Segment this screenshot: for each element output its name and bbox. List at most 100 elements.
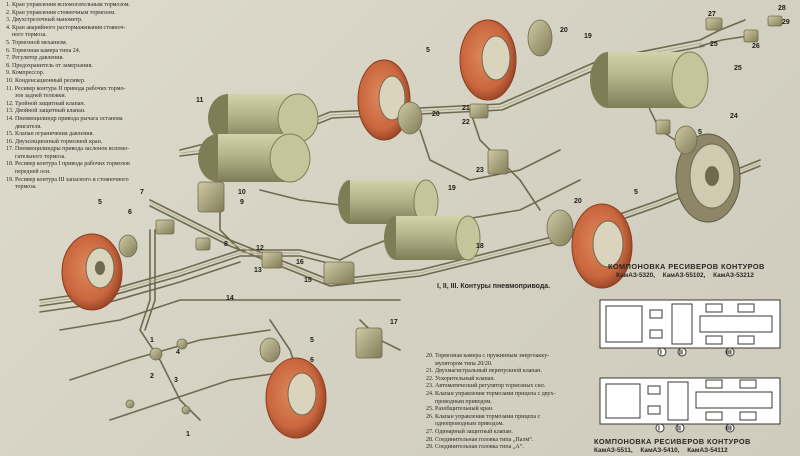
callout-number: 5 xyxy=(98,199,102,206)
legend-item: тормоза. xyxy=(6,184,37,191)
receiver-layout-roman-labels: I II III I II III xyxy=(658,350,732,433)
callout-number: 25 xyxy=(710,41,718,48)
legend-item: 20. Тормозная камера с пружинным энергоа… xyxy=(426,353,550,359)
receiver-layout-plan-bottom xyxy=(599,377,781,433)
legend-item: 15. Клапан ограничения давления. xyxy=(6,131,94,138)
callout-number: 6 xyxy=(310,357,314,364)
brake-drum-front-left xyxy=(61,233,123,311)
receiver-layout-top-title: КОМПОНОВКА РЕСИВЕРОВ КОНТУРОВ xyxy=(608,262,765,271)
callout-number: 12 xyxy=(256,245,264,252)
receiver-layout-plan-top xyxy=(599,299,781,357)
legend-item: 23. Автоматический регулятор тормозных с… xyxy=(426,383,546,390)
callout-number: 13 xyxy=(254,267,262,274)
callout-number: 25 xyxy=(734,65,742,72)
callout-number: 26 xyxy=(752,43,760,50)
callout-number: 20 xyxy=(574,198,582,205)
legend-bottom: 20. Тормозная камера с пружинным энергоа… xyxy=(426,353,606,452)
callout-number: 4 xyxy=(176,349,180,356)
roman-label: III xyxy=(726,426,732,433)
legend-item: 28. Соединительная головка типа „Палм“. xyxy=(426,436,534,443)
legend-item: 25. Разобщительный кран. xyxy=(426,406,494,413)
legend-item: 27. Одинарный защитный клапан. xyxy=(426,428,513,435)
callout-number: 18 xyxy=(476,243,484,250)
legend-item: 2. Кран управления стояночным тормозом. xyxy=(6,9,116,16)
callout-number: 5 xyxy=(698,129,702,136)
roman-label: I xyxy=(658,426,660,433)
legend-item: 7. Регулятор давления. xyxy=(6,55,64,62)
legend-item: 5. Тормозной механизм. xyxy=(6,39,68,46)
roman-label: III xyxy=(726,350,732,357)
roman-label: I xyxy=(660,350,662,357)
brake-drum-middle-right xyxy=(571,203,633,289)
legend-item: проводным приводом. xyxy=(426,398,492,405)
callout-number: 10 xyxy=(238,189,246,196)
legend-item: ного тормоза. xyxy=(6,32,47,39)
callout-number: 27 xyxy=(708,11,716,18)
callout-number: 19 xyxy=(584,33,592,40)
callout-number: 3 xyxy=(174,377,178,384)
callout-number: 11 xyxy=(196,97,204,104)
callout-number: 1 xyxy=(186,431,190,438)
callout-number: 14 xyxy=(226,295,234,302)
roman-label: II xyxy=(677,426,681,433)
callout-number: 24 xyxy=(730,113,738,120)
callout-number: 9 xyxy=(240,199,244,206)
callout-number: 23 xyxy=(476,167,484,174)
callout-number: 1 xyxy=(150,337,154,344)
callout-number: 8 xyxy=(224,241,228,248)
brake-drum-top-middle xyxy=(459,19,517,101)
legend-item: 19. Ресивер контура III запасного и стоя… xyxy=(6,176,129,183)
legend-item: 12. Тройной защитный клапан. xyxy=(6,100,86,107)
legend-item: 10. Конденсационный ресивер. xyxy=(6,77,86,84)
callout-number: 6 xyxy=(128,209,132,216)
receiver-19-top-right xyxy=(590,51,709,109)
legend-item: двигателя. xyxy=(6,123,42,130)
brake-drum-top-left xyxy=(357,59,411,141)
callout-numbers: 1 1 2 3 4 5 5 5 5 5 6 6 7 8 9 10 11 12 1… xyxy=(98,5,790,438)
callout-number: 19 xyxy=(448,185,456,192)
receiver-layout-bottom-title: КОМПОНОВКА РЕСИВЕРОВ КОНТУРОВ xyxy=(594,437,751,446)
legend-item: мулятором типа 20/20. xyxy=(426,360,493,367)
legend-item: 29. Соединительная головка типа „А“. xyxy=(426,444,524,451)
legend-item: 3. Двухстрелочный манометр. xyxy=(6,17,83,24)
receiver-11-group xyxy=(198,93,319,183)
callout-number: 5 xyxy=(426,47,430,54)
circuits-caption: I, II, III. Контуры пневмопривода. xyxy=(437,283,551,290)
callout-number: 20 xyxy=(560,27,568,34)
brake-drum-bottom xyxy=(265,357,327,439)
callout-number: 17 xyxy=(390,319,398,326)
receiver-layout-top-models: КамАЗ-5320, КамАЗ-55102, КамАЗ-53212 xyxy=(616,272,754,279)
legend-item: 16. Двухсекционный тормозной кран. xyxy=(6,138,103,145)
legend-item: 9. Компрессор. xyxy=(6,70,45,77)
brake-drum-right xyxy=(675,133,741,223)
legend-item: однопроводным приводом. xyxy=(426,421,504,428)
legend-item: 17. Пневмоцилиндры привода заслонок вспо… xyxy=(6,146,130,153)
roman-label: II xyxy=(679,350,683,357)
brake-chambers xyxy=(118,15,783,415)
callout-number: 5 xyxy=(634,189,638,196)
callout-number: 2 xyxy=(150,373,154,380)
legend-item: 26. Клапан управления тормозами прицепа … xyxy=(426,413,541,420)
legend-item: 24. Клапан управления тормозами прицепа … xyxy=(426,390,556,397)
legend-left: 1. Кран управления вспомогательным тормо… xyxy=(6,2,181,192)
legend-item: 13. Двойной защитный клапан. xyxy=(6,108,86,115)
callout-number: 29 xyxy=(782,19,790,26)
legend-item: 8. Предохранитель от замерзания. xyxy=(6,62,93,69)
legend-item: 1. Кран управления вспомогательным тормо… xyxy=(6,2,130,8)
callout-number: 16 xyxy=(296,259,304,266)
legend-item: 18. Ресивер контура I привода рабочих то… xyxy=(6,161,130,168)
callout-number: 22 xyxy=(462,119,470,126)
legend-item: 21. Двухмагистральный перепускной клапан… xyxy=(426,368,542,375)
callout-number: 20 xyxy=(432,111,440,118)
legend-item: 4. Кран аварийного растормаживания стоян… xyxy=(6,24,126,31)
legend-item: 14. Пневмоцилиндр привода рычага останов… xyxy=(6,115,123,122)
receiver-layout-bottom-models: КамАЗ-5511, КамАЗ-5410, КамАЗ-54112 xyxy=(594,447,728,454)
callout-number: 21 xyxy=(462,105,470,112)
legend-item: 22. Ускорительный клапан. xyxy=(426,375,496,382)
callout-number: 15 xyxy=(304,277,312,284)
legend-item: гательного тормоза. xyxy=(6,153,66,160)
legend-item: передней оси. xyxy=(6,169,51,176)
callout-number: 5 xyxy=(310,337,314,344)
